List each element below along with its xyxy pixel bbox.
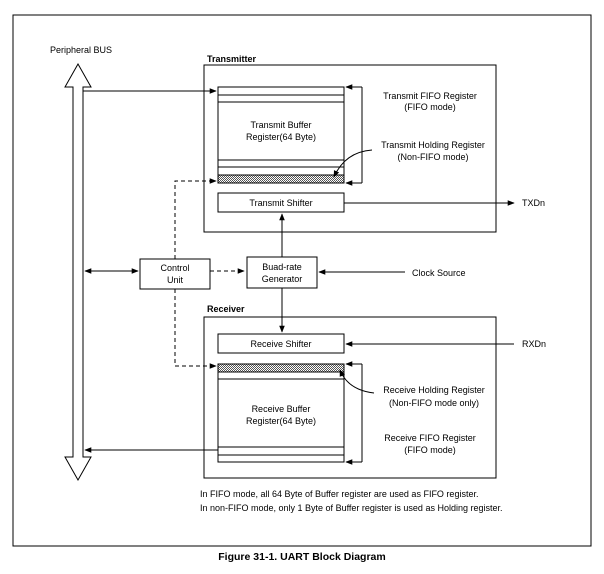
transmit-fifo-note-line2: (FIFO mode): [404, 102, 456, 112]
receive-fifo-note-line2: (FIFO mode): [404, 445, 456, 455]
transmit-buffer-label-line1: Transmit Buffer: [250, 120, 311, 130]
transmit-buffer-register: [217, 86, 345, 184]
rxd-label: RXDn: [522, 339, 546, 349]
baud-label-line2: Generator: [262, 274, 303, 284]
receiver-box: [203, 316, 497, 479]
bus-label: Peripheral BUS: [50, 45, 112, 55]
transmit-holding-cell: [217, 174, 345, 184]
transmitter-title: Transmitter: [207, 54, 257, 64]
transmit-holding-pointer: [333, 149, 373, 178]
receive-fifo-note-line1: Receive FIFO Register: [384, 433, 476, 443]
receive-holding-pointer: [339, 369, 375, 394]
transmit-shifter-label: Transmit Shifter: [249, 198, 312, 208]
transmit-fifo-note-line1: Transmit FIFO Register: [383, 91, 477, 101]
transmit-holding-note-line2: (Non-FIFO mode): [397, 152, 468, 162]
clock-source-label: Clock Source: [412, 268, 466, 278]
baud-rate-generator: [246, 256, 318, 289]
control-unit-label-line1: Control: [160, 263, 189, 273]
transmit-holding-note-line1: Transmit Holding Register: [381, 140, 485, 150]
figure-caption: Figure 31-1. UART Block Diagram: [218, 551, 385, 563]
receive-shifter-label: Receive Shifter: [250, 339, 311, 349]
receive-holding-cell: [217, 363, 345, 373]
peripheral-bus-arrow: [64, 62, 92, 482]
control-to-transmit-dashed: [174, 178, 217, 259]
receive-buffer-label-line1: Receive Buffer: [252, 404, 311, 414]
control-unit: [139, 258, 211, 290]
control-unit-label-line2: Unit: [167, 275, 184, 285]
receiver-title: Receiver: [207, 304, 245, 314]
outer-frame: [12, 14, 592, 547]
receive-shifter: [217, 333, 345, 354]
transmitter-box: [203, 64, 497, 233]
receive-buffer-label-line2: Register(64 Byte): [246, 416, 316, 426]
receive-holding-note-line2: (Non-FIFO mode only): [389, 398, 479, 408]
receive-buffer-register: [217, 363, 345, 463]
control-to-receive-dashed: [174, 289, 217, 369]
transmit-buffer-label-line2: Register(64 Byte): [246, 132, 316, 142]
note-line2: In non-FIFO mode, only 1 Byte of Buffer …: [200, 503, 502, 513]
txd-label: TXDn: [522, 198, 545, 208]
note-line1: In FIFO mode, all 64 Byte of Buffer regi…: [200, 489, 478, 499]
baud-label-line1: Buad-rate: [262, 262, 302, 272]
receive-holding-note-line1: Receive Holding Register: [383, 385, 485, 395]
